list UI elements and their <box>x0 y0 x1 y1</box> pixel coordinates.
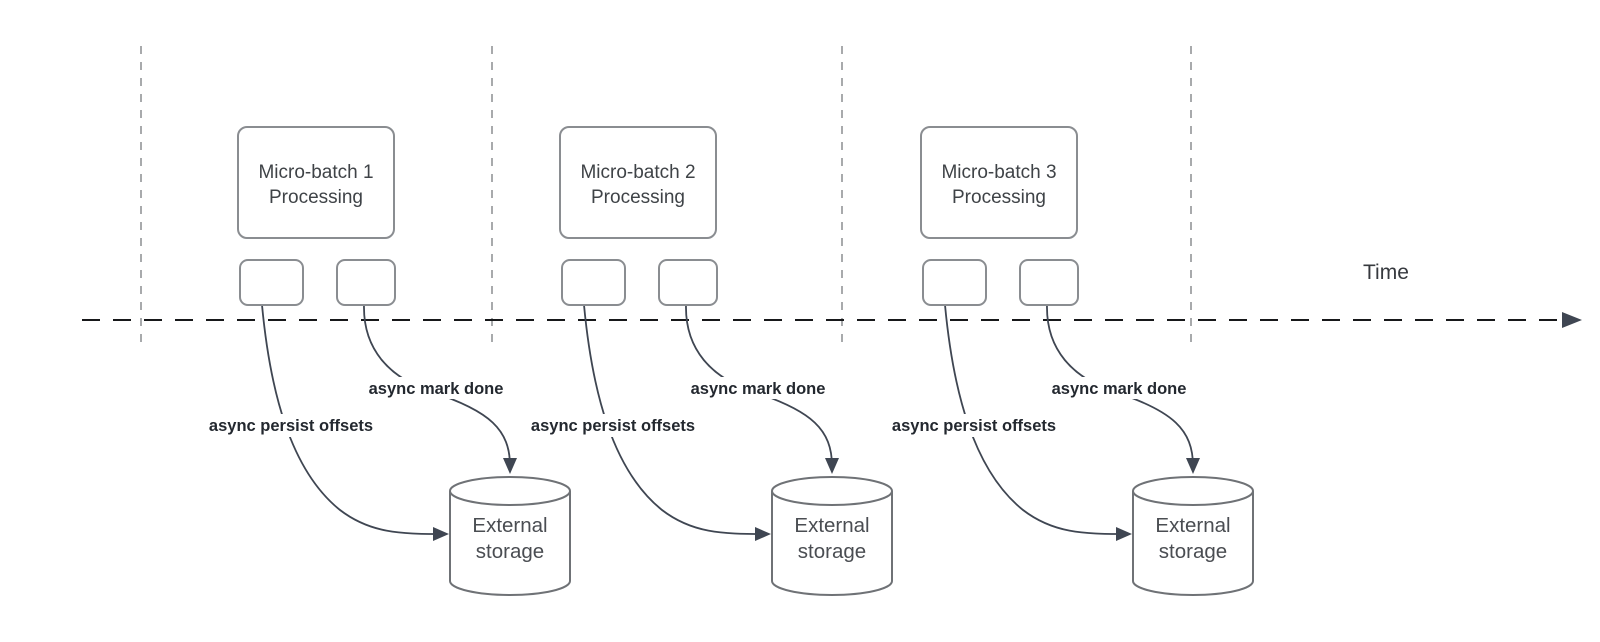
storage-cylinder-top <box>771 476 893 506</box>
processing-box <box>559 126 717 239</box>
processing-box-title-line2: Processing <box>952 187 1046 208</box>
time-axis-arrowhead-icon <box>1562 312 1582 328</box>
persist-offsets-label: async persist offsets <box>209 417 373 435</box>
mark-done-arrowhead-icon <box>503 458 517 474</box>
persist-offsets-arrowhead-icon <box>433 527 449 541</box>
batch-group-1: Micro-batch 1 Processing async persist o… <box>198 126 571 596</box>
storage-label-line1: External <box>472 514 547 537</box>
persist-offsets-label-bg <box>198 414 385 437</box>
mark-done-arrowhead-icon <box>1186 458 1200 474</box>
storage-label-line2: storage <box>798 540 866 563</box>
batch-group-3: Micro-batch 3 Processing async persist o… <box>881 126 1254 596</box>
persist-offsets-label: async persist offsets <box>892 417 1056 435</box>
processing-box <box>920 126 1078 239</box>
persist-offsets-label-bg <box>520 414 707 437</box>
storage-cylinder-body <box>771 491 893 596</box>
persist-offsets-connector <box>261 304 443 535</box>
offset-task-box <box>239 259 304 306</box>
time-axis-label: Time <box>1363 261 1409 284</box>
mark-done-label: async mark done <box>691 380 826 398</box>
processing-box-title-line2: Processing <box>269 187 363 208</box>
storage-cylinder-body <box>1132 491 1254 596</box>
mark-done-task-box <box>336 259 396 306</box>
mark-done-label-bg <box>361 377 511 399</box>
mark-done-arrowhead-icon <box>825 458 839 474</box>
storage-label-line2: storage <box>1159 540 1227 563</box>
storage-cylinder-top <box>449 476 571 506</box>
mark-done-label-bg <box>1044 377 1194 399</box>
persist-offsets-label-bg <box>881 414 1068 437</box>
storage-label-line1: External <box>1155 514 1230 537</box>
processing-box-title-line1: Micro-batch 3 <box>941 162 1056 183</box>
mark-done-label: async mark done <box>1052 380 1187 398</box>
mark-done-task-box <box>1019 259 1079 306</box>
persist-offsets-connector <box>944 304 1126 535</box>
mark-done-label-bg <box>683 377 833 399</box>
persist-offsets-arrowhead-icon <box>755 527 771 541</box>
processing-box-title-line2: Processing <box>591 187 685 208</box>
offset-task-box <box>561 259 626 306</box>
offset-task-box <box>922 259 987 306</box>
persist-offsets-arrowhead-icon <box>1116 527 1132 541</box>
storage-label-line2: storage <box>476 540 544 563</box>
storage-cylinder-body <box>449 491 571 596</box>
mark-done-label: async mark done <box>369 380 504 398</box>
processing-box-title-line1: Micro-batch 1 <box>258 162 373 183</box>
batch-group-2: Micro-batch 2 Processing async persist o… <box>520 126 893 596</box>
mark-done-task-box <box>658 259 718 306</box>
storage-cylinder-top <box>1132 476 1254 506</box>
storage-label-line1: External <box>794 514 869 537</box>
persist-offsets-connector <box>583 304 765 535</box>
processing-box <box>237 126 395 239</box>
persist-offsets-label: async persist offsets <box>531 417 695 435</box>
processing-box-title-line1: Micro-batch 2 <box>580 162 695 183</box>
